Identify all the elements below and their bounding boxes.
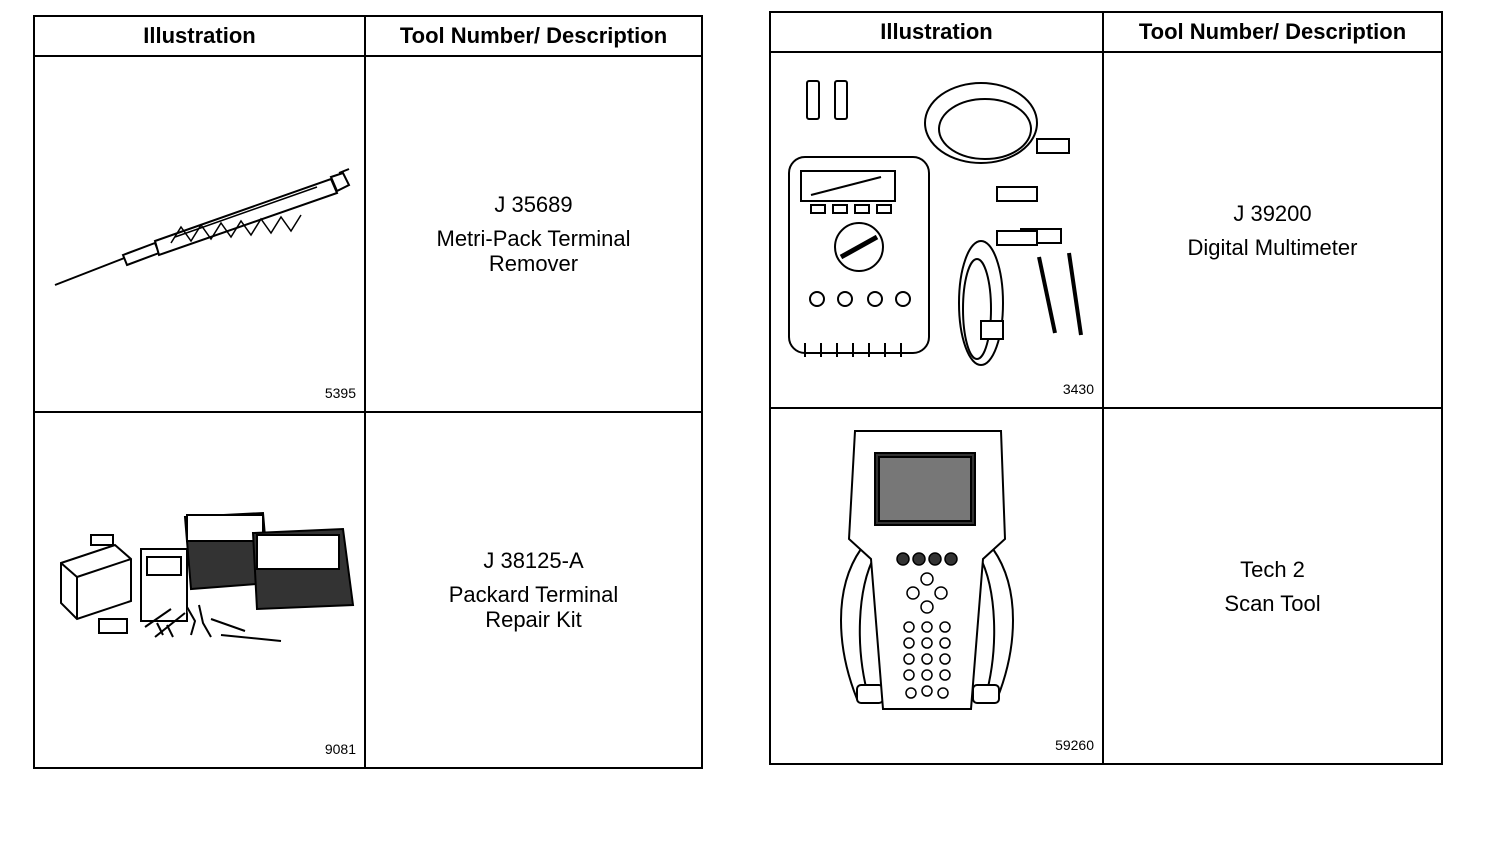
tool-description: Scan Tool	[1224, 590, 1321, 616]
tool-description: Digital Multimeter	[1187, 234, 1358, 260]
illustration-cell: 59260	[769, 407, 1104, 765]
tool-number: J 39200	[1233, 200, 1312, 226]
header-illustration: Illustration	[769, 11, 1104, 53]
tool-description: Packard Terminal Repair Kit	[448, 582, 619, 632]
figure-number: 3430	[1062, 381, 1094, 397]
table-header-row: Illustration Tool Number/ Description	[33, 15, 703, 57]
multimeter-drawing	[788, 80, 1083, 366]
illustration-cell: 3430	[769, 51, 1104, 409]
tool-table-left: Illustration Tool Number/ Description 53…	[33, 15, 703, 769]
figure-number: 9081	[324, 741, 356, 757]
header-tool-description: Tool Number/ Description	[364, 15, 703, 57]
table-row: 9081 J 38125-A Packard Terminal Repair K…	[33, 411, 703, 769]
figure-number: 5395	[324, 385, 356, 401]
description-cell: Tech 2 Scan Tool	[1102, 407, 1443, 765]
scan-tool-drawing	[840, 430, 1014, 710]
description-cell: J 38125-A Packard Terminal Repair Kit	[364, 411, 703, 769]
illustration-cell: 5395	[33, 55, 366, 413]
repair-kit-drawing	[60, 511, 355, 642]
table-row: 59260 Tech 2 Scan Tool	[769, 407, 1443, 765]
table-row: 5395 J 35689 Metri-Pack Terminal Remover	[33, 55, 703, 413]
table-header-row: Illustration Tool Number/ Description	[769, 11, 1443, 53]
tool-table-right: Illustration Tool Number/ Description	[769, 11, 1443, 765]
description-cell: J 35689 Metri-Pack Terminal Remover	[364, 55, 703, 413]
tool-description: Metri-Pack Terminal Remover	[436, 226, 631, 276]
table-row: 3430 J 39200 Digital Multimeter	[769, 51, 1443, 409]
header-illustration: Illustration	[33, 15, 366, 57]
tool-number: J 35689	[494, 192, 573, 217]
terminal-remover-drawing	[54, 168, 351, 286]
illustration-cell: 9081	[33, 411, 366, 769]
figure-number: 59260	[1055, 737, 1094, 753]
tool-number: Tech 2	[1240, 556, 1305, 582]
tool-number: J 38125-A	[483, 548, 584, 573]
header-tool-description: Tool Number/ Description	[1102, 11, 1443, 53]
description-cell: J 39200 Digital Multimeter	[1102, 51, 1443, 409]
